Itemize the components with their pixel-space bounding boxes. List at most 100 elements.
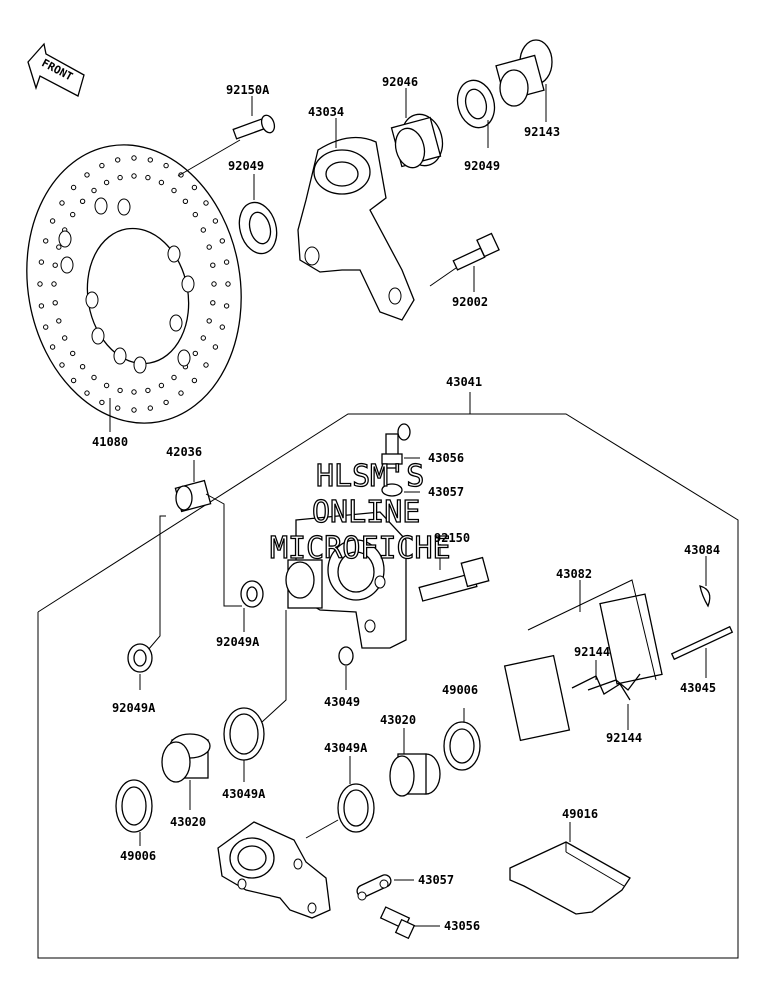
disc-drill-hole (191, 184, 198, 191)
pin-43045 (670, 625, 734, 661)
leader-lines (109, 84, 707, 846)
disc-drill-hole (192, 350, 199, 357)
disc-drill-hole (103, 179, 110, 186)
disc-drill-hole (182, 198, 189, 205)
disc-drill-hole (163, 399, 169, 406)
disc-drill-hole (210, 262, 216, 268)
disc-drill-hole (192, 211, 199, 218)
label-92150a: 92150A (226, 83, 270, 97)
label-43041: 43041 (446, 375, 482, 389)
disc-drill-hole (43, 238, 49, 244)
washer-92049a-left (127, 643, 153, 673)
label-92046: 92046 (382, 75, 418, 89)
caliper-bracket (297, 136, 415, 321)
piston-43020-mid (389, 753, 441, 797)
disc-drill-hole (84, 172, 90, 178)
disc-drill-hole (200, 227, 207, 233)
disc-drill-hole (84, 390, 90, 396)
label-43020-mid: 43020 (380, 713, 416, 727)
piston-seal-43049a-left (223, 707, 265, 761)
bleed-valve-bottom (379, 906, 416, 940)
disc-drill-hole (203, 200, 209, 206)
disc-drill-hole (59, 362, 65, 368)
disc-drill-hole (117, 174, 123, 181)
disc-drill-hole (115, 157, 121, 163)
disc-drill-hole (206, 244, 212, 250)
disc-drill-hole (37, 281, 43, 287)
bolt-92150a (232, 114, 276, 140)
label-49006-left: 49006 (120, 849, 156, 863)
label-43057-bottom: 43057 (418, 873, 454, 887)
disc-drill-hole (131, 155, 137, 161)
disc-drill-hole (171, 187, 177, 194)
disc-drill-hole (147, 405, 154, 411)
disc-drill-hole (206, 318, 212, 324)
ring-43049 (338, 646, 354, 666)
disc-drill-hole (79, 364, 86, 370)
disc-drill-hole (158, 382, 165, 389)
dust-seal-49006-left (115, 779, 153, 833)
disc-drill-hole (131, 173, 137, 179)
clip-43084 (699, 585, 711, 608)
label-43057-top: 43057 (428, 485, 464, 499)
label-43056-top: 43056 (428, 451, 464, 465)
part-labels: 92150A 43034 92046 92049 92049 92143 920… (92, 75, 720, 933)
disc-drill-hole (70, 350, 76, 357)
disc-drill-hole (223, 259, 230, 265)
label-92002: 92002 (452, 295, 488, 309)
watermark-line-2: ONLINE (312, 495, 420, 530)
sleeve-42036 (174, 479, 212, 513)
disc-drill-hole (210, 300, 216, 306)
washer-43057-top (381, 483, 403, 497)
piston-seal-43049a-right (337, 783, 375, 833)
label-43045: 43045 (680, 681, 716, 695)
collar-92143 (495, 39, 553, 107)
disc-drill-hole (52, 300, 58, 306)
disc-drill-hole (223, 303, 230, 309)
pad-spring-49016 (509, 841, 631, 915)
disc-drill-hole (51, 281, 57, 287)
disc-drill-hole (145, 387, 151, 394)
disc-drill-hole (212, 218, 219, 224)
disc-drill-hole (43, 324, 49, 330)
disc-drill-hole (38, 259, 45, 265)
label-43082: 43082 (556, 567, 592, 581)
watermark-line-3: MICROFICHE (270, 531, 451, 566)
disc-drill-hole (178, 390, 184, 396)
caliper-half-bottom (217, 821, 331, 919)
disc-drill-hole (38, 303, 45, 309)
washer-92049a-mid (240, 580, 264, 608)
disc-drill-hole (70, 184, 77, 191)
disc-drill-hole (225, 281, 231, 287)
disc-drill-hole (163, 162, 169, 169)
disc-drill-hole (61, 335, 68, 341)
spring-92144 (571, 673, 641, 701)
seal-92049-right (456, 79, 496, 129)
label-43049a-left: 43049A (222, 787, 266, 801)
disc-drill-hole (79, 198, 86, 205)
label-49016: 49016 (562, 807, 598, 821)
bearing-92046 (390, 113, 444, 169)
washer-43057-bottom (356, 874, 392, 901)
watermark: HLSM'S ONLINE MICROFICHE (269, 458, 451, 566)
label-43034: 43034 (308, 105, 344, 119)
disc-drill-hole (219, 324, 226, 330)
disc-drill-hole (91, 187, 97, 194)
disc-drill-hole (212, 344, 219, 350)
disc-drill-hole (91, 374, 97, 381)
label-92049-mid: 92049 (464, 159, 500, 173)
disc-drill-hole (211, 281, 217, 287)
label-42036: 42036 (166, 445, 202, 459)
disc-drill-hole (52, 262, 58, 268)
bolt-92150 (418, 556, 490, 602)
disc-drill-hole (56, 244, 62, 250)
label-43049a-right: 43049A (324, 741, 368, 755)
disc-drill-hole (145, 174, 151, 181)
brake-pads (503, 593, 663, 742)
label-92049-top: 92049 (228, 159, 264, 173)
assembly-outline (37, 413, 739, 959)
disc-drill-hole (191, 377, 198, 384)
watermark-line-1: HLSM'S (316, 459, 424, 494)
disc-drill-hole (147, 157, 154, 163)
